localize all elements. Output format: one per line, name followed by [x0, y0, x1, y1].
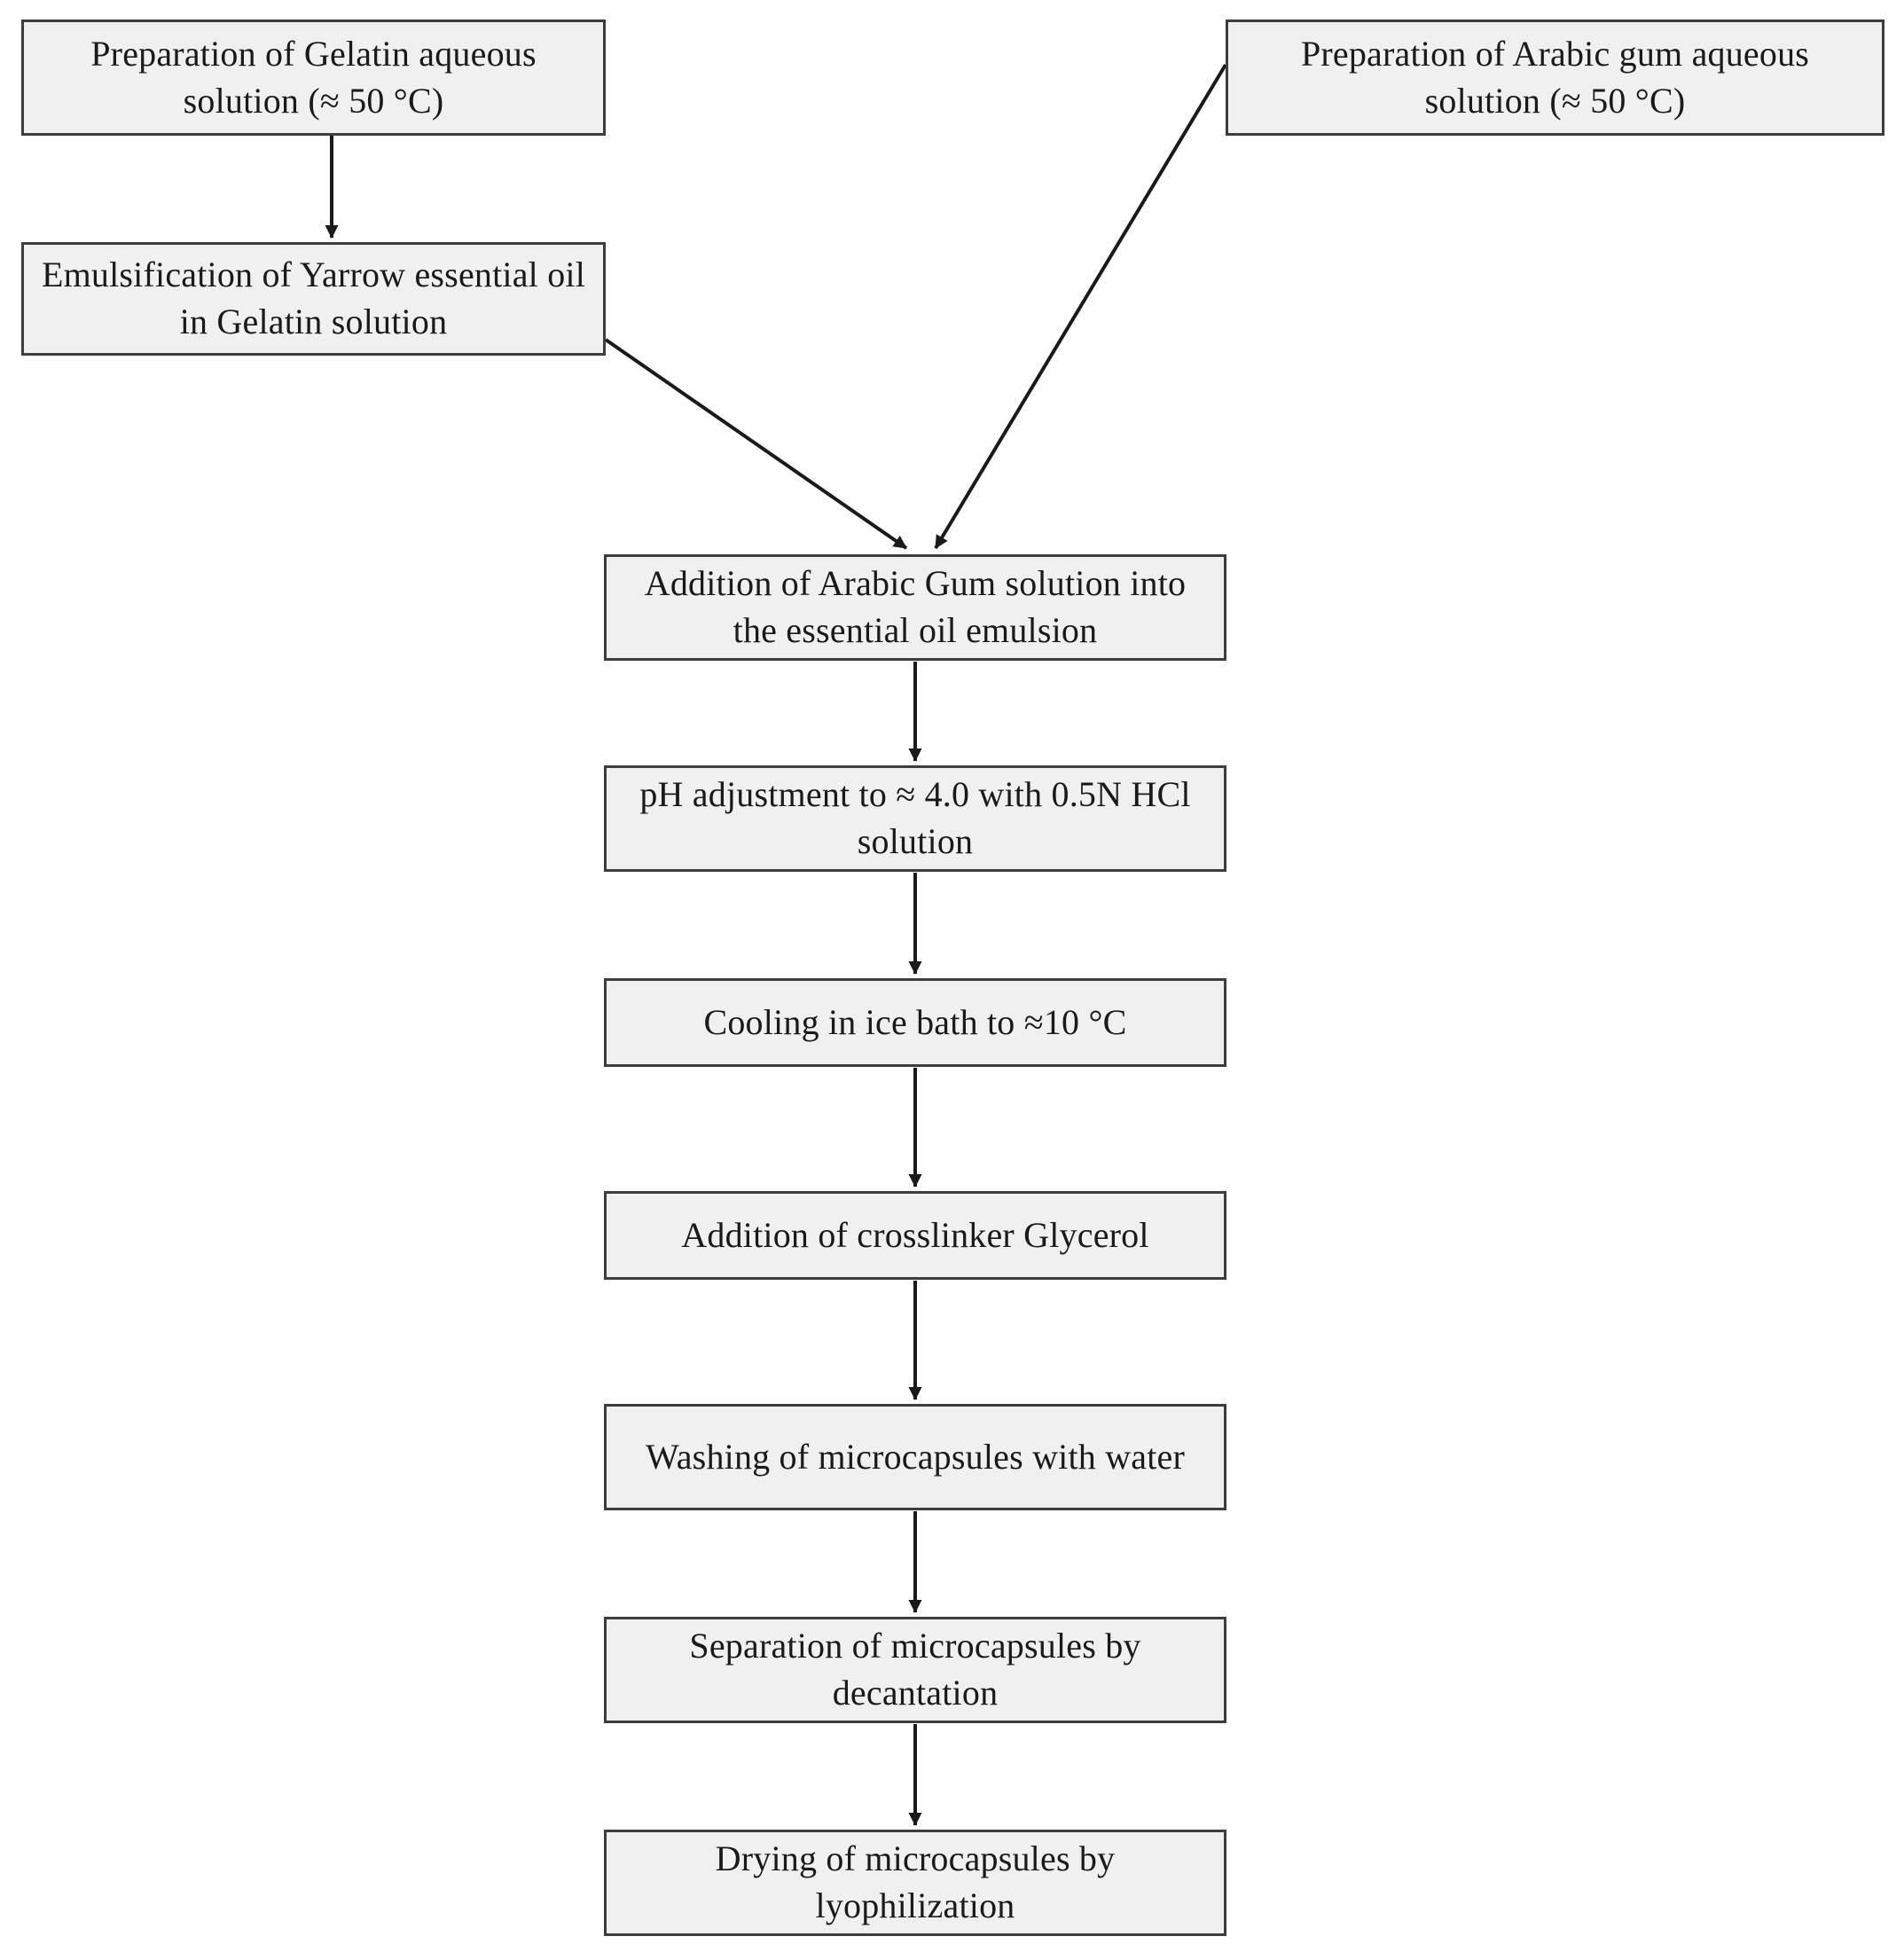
node-ph-adjustment[interactable]: pH adjustment to ≈ 4.0 with 0.5N HCl sol… [604, 765, 1226, 872]
node-label: Separation of microcapsules by decantati… [689, 1626, 1141, 1713]
node-drying-of-microcapsules[interactable]: Drying of microcapsules by lyophilizatio… [604, 1830, 1226, 1936]
node-label: Preparation of Gelatin aqueous solution … [90, 33, 537, 121]
edge-emulsification-to-addition [604, 338, 908, 550]
node-label: Addition of Arabic Gum solution into the… [644, 563, 1187, 650]
node-cooling-in-ice-bath[interactable]: Cooling in ice bath to ≈10 °C [604, 978, 1226, 1067]
node-label: Washing of microcapsules with water [645, 1436, 1186, 1477]
node-label: Cooling in ice bath to ≈10 °C [703, 1001, 1127, 1042]
node-addition-of-arabic-gum-solution[interactable]: Addition of Arabic Gum solution into the… [604, 554, 1226, 661]
node-label: Addition of crosslinker Glycerol [681, 1214, 1149, 1255]
node-label: Emulsification of Yarrow essential oil i… [41, 255, 586, 341]
node-separation-of-microcapsules[interactable]: Separation of microcapsules by decantati… [604, 1617, 1226, 1723]
node-washing-of-microcapsules[interactable]: Washing of microcapsules with water [604, 1404, 1226, 1510]
node-label: Preparation of Arabic gum aqueous soluti… [1300, 33, 1810, 121]
edge-arabic-gum-prep-to-addition [934, 63, 1227, 550]
node-emulsification-of-yarrow-essential-oil[interactable]: Emulsification of Yarrow essential oil i… [21, 242, 606, 356]
node-preparation-of-gelatin-aqueous-solution[interactable]: Preparation of Gelatin aqueous solution … [21, 20, 606, 136]
node-label: Drying of microcapsules by lyophilizatio… [715, 1838, 1116, 1925]
node-preparation-of-arabic-gum-aqueous-solution[interactable]: Preparation of Arabic gum aqueous soluti… [1226, 20, 1884, 136]
node-label: pH adjustment to ≈ 4.0 with 0.5N HCl sol… [639, 774, 1191, 861]
node-addition-of-crosslinker-glycerol[interactable]: Addition of crosslinker Glycerol [604, 1191, 1226, 1280]
